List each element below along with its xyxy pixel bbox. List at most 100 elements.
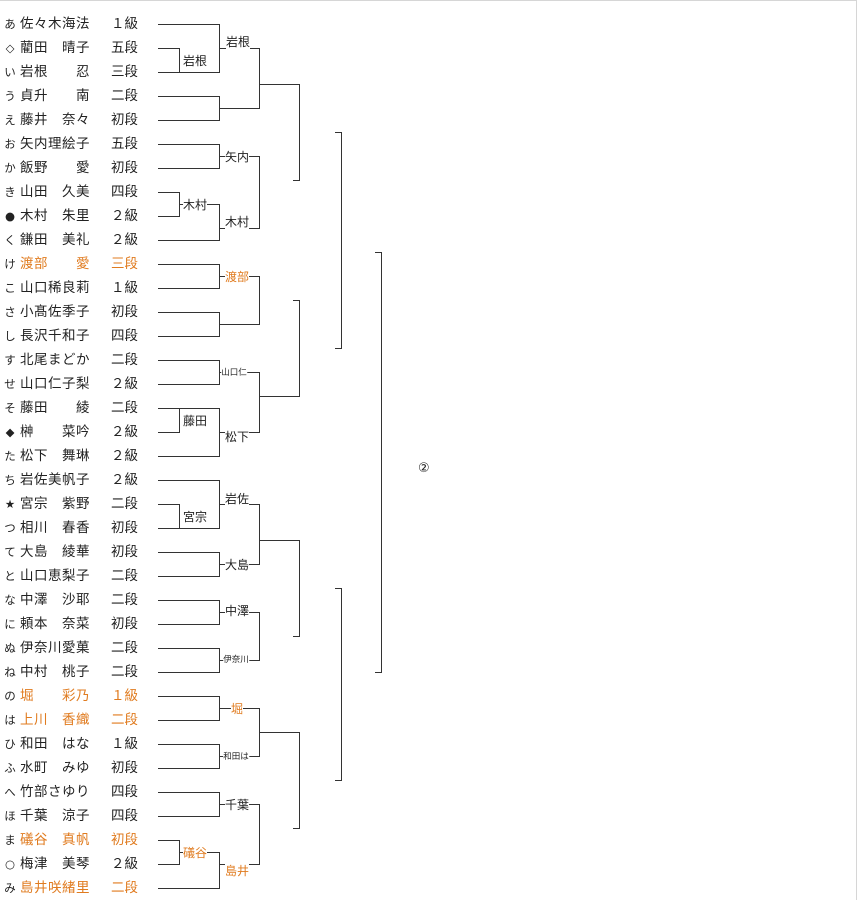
player-mark: の [4, 689, 16, 703]
player-name: 礒谷 真帆 [20, 832, 90, 848]
bracket-line [219, 372, 260, 433]
player-name: 小髙佐季子 [20, 304, 90, 320]
player-name: 中村 桃子 [20, 664, 90, 680]
player-row: き山田 久美四段 [0, 180, 150, 204]
bracket-label: 島井 [224, 864, 250, 878]
player-grade: 四段 [111, 328, 138, 344]
player-name: 貞升 南 [20, 88, 90, 104]
player-grade: １級 [111, 736, 138, 752]
bracket-label: 岩根 [225, 35, 251, 49]
bracket-label: 木村 [224, 215, 250, 229]
player-grade: 初段 [111, 304, 138, 320]
bracket-line [219, 48, 260, 109]
player-grade: 初段 [111, 544, 138, 560]
bracket-label: 矢内 [224, 150, 250, 164]
bracket-line [158, 312, 220, 337]
player-grade: 二段 [111, 88, 138, 104]
bracket-line [158, 360, 220, 385]
player-name: 千葉 涼子 [20, 808, 90, 824]
player-row: ひ和田 はな １級 [0, 732, 150, 756]
player-name: 鎌田 美礼 [20, 232, 90, 248]
bracket-line [158, 600, 220, 625]
round-marker: ② [418, 461, 430, 476]
player-name: 竹部さゆり [20, 784, 90, 800]
player-grade: 二段 [111, 568, 138, 584]
player-grade: ２級 [111, 376, 138, 392]
player-name: 飯野 愛 [20, 160, 90, 176]
player-name: 山口仁子梨 [20, 376, 90, 392]
bracket-line [219, 504, 260, 565]
player-mark: ひ [4, 737, 16, 751]
player-name: 藤井 奈々 [20, 112, 90, 128]
player-row: ね中村 桃子二段 [0, 660, 150, 684]
player-grade: 四段 [111, 784, 138, 800]
player-mark: せ [4, 377, 16, 391]
player-grade: 二段 [111, 400, 138, 416]
player-row: え藤井 奈々初段 [0, 108, 150, 132]
player-name: 木村 朱里 [20, 208, 90, 224]
player-grade: １級 [111, 280, 138, 296]
player-name: 梅津 美琴 [20, 856, 90, 872]
player-name: 岩根 忍 [20, 64, 90, 80]
bracket-line [335, 588, 342, 781]
player-name: 山口稀良莉 [20, 280, 90, 296]
player-row: せ山口仁子梨 ２級 [0, 372, 150, 396]
bracket-label: 松下 [224, 430, 250, 444]
player-mark: こ [4, 281, 16, 295]
bracket-line [158, 264, 220, 289]
player-grade: ２級 [111, 232, 138, 248]
player-grade: 二段 [111, 712, 138, 728]
bracket-label: 岩根 [182, 54, 208, 68]
player-mark: そ [4, 401, 16, 415]
player-mark: け [4, 257, 16, 271]
bracket-line [158, 96, 220, 121]
player-mark: つ [4, 521, 16, 535]
player-grade: ２級 [111, 448, 138, 464]
player-name: 榊 菜吟 [20, 424, 90, 440]
player-name: 上川 香織 [20, 712, 90, 728]
player-name: 岩佐美帆子 [20, 472, 90, 488]
player-row: こ山口稀良莉 １級 [0, 276, 150, 300]
player-row: い岩根 忍三段 [0, 60, 150, 84]
player-mark: ○ [4, 857, 16, 871]
bracket-line [158, 744, 220, 769]
player-grade: ２級 [111, 856, 138, 872]
bracket-line [158, 696, 220, 721]
player-row: ◇藺田 晴子五段 [0, 36, 150, 60]
player-row: し長沢千和子四段 [0, 324, 150, 348]
player-row: す北尾まどか二段 [0, 348, 150, 372]
bracket-line [219, 804, 260, 865]
player-name: 藺田 晴子 [20, 40, 90, 56]
player-row: ★宮宗 紫野二段 [0, 492, 150, 516]
player-row: ほ千葉 涼子四段 [0, 804, 150, 828]
bracket-label: 伊奈川 [223, 653, 249, 667]
player-row: は上川 香織二段 [0, 708, 150, 732]
player-row: う貞升 南二段 [0, 84, 150, 108]
bracket-label: 大島 [224, 558, 250, 572]
bracket-line [259, 732, 300, 829]
player-row: ぬ伊奈川愛菓二段 [0, 636, 150, 660]
player-grade: 初段 [111, 760, 138, 776]
player-mark: お [4, 137, 16, 151]
player-row: な中澤 沙耶二段 [0, 588, 150, 612]
bracket-line [259, 84, 300, 181]
player-name: 和田 はな [20, 736, 90, 752]
player-name: 島井咲緒里 [20, 880, 90, 896]
bracket-line [158, 648, 220, 673]
player-row: お矢内理絵子五段 [0, 132, 150, 156]
player-row: ま礒谷 真帆初段 [0, 828, 150, 852]
player-grade: ２級 [111, 472, 138, 488]
player-name: 伊奈川愛菓 [20, 640, 90, 656]
player-grade: 初段 [111, 616, 138, 632]
player-row: そ藤田 綾二段 [0, 396, 150, 420]
player-name: 相川 春香 [20, 520, 90, 536]
player-mark: ● [4, 209, 16, 223]
player-row: と山口恵梨子二段 [0, 564, 150, 588]
player-mark: ね [4, 665, 16, 679]
player-mark: ★ [4, 497, 16, 511]
